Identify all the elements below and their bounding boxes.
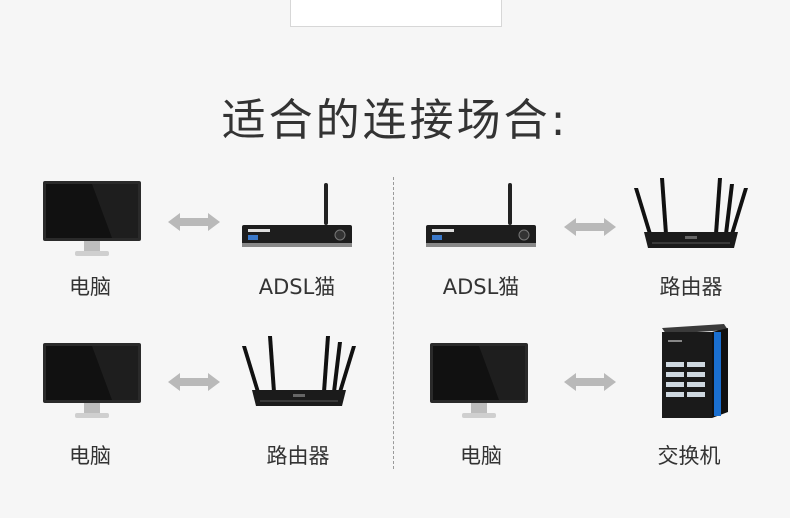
adsl-modem-icon	[426, 183, 536, 253]
center-divider	[393, 177, 394, 469]
industrial-switch-icon	[654, 322, 734, 420]
adsl-modem-icon	[242, 183, 352, 253]
double-arrow-icon	[564, 216, 616, 238]
label-adsl-modem: ADSL猫	[442, 275, 520, 299]
label-adsl-modem: ADSL猫	[258, 275, 336, 299]
label-router: 路由器	[266, 444, 330, 468]
router-icon	[630, 176, 752, 256]
double-arrow-icon	[168, 371, 220, 393]
monitor-icon	[42, 342, 142, 422]
label-router: 路由器	[659, 275, 723, 299]
label-computer: 电脑	[69, 444, 111, 468]
label-switch: 交换机	[657, 444, 721, 468]
router-icon	[238, 334, 360, 414]
top-white-box	[290, 0, 502, 27]
page-title: 适合的连接场合:	[221, 95, 569, 146]
double-arrow-icon	[564, 371, 616, 393]
monitor-icon	[429, 342, 529, 422]
double-arrow-icon	[168, 211, 220, 233]
label-computer: 电脑	[460, 444, 502, 468]
monitor-icon	[42, 180, 142, 260]
label-computer: 电脑	[69, 275, 111, 299]
